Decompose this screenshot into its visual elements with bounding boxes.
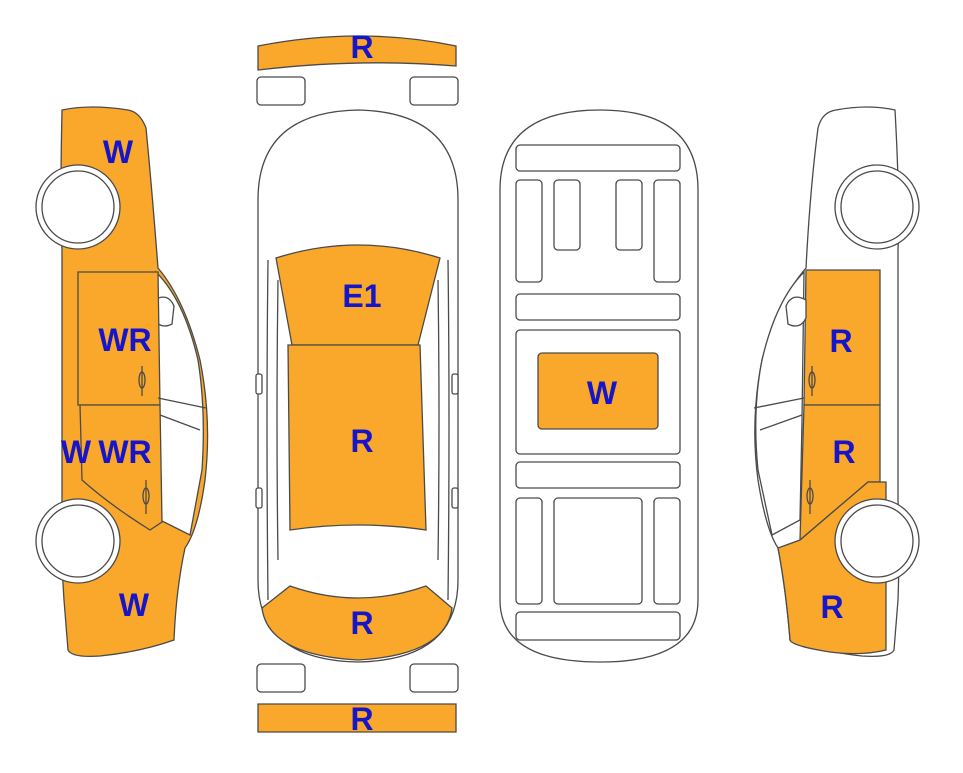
label-left-front-door: WR (98, 322, 151, 358)
label-front-bumper: R (350, 29, 373, 65)
label-left-rear-door: WR (98, 434, 151, 470)
left-side-view (35, 106, 209, 658)
label-rear-bumper: R (350, 701, 373, 737)
rear-left-lamp (256, 663, 306, 693)
right-mirror (785, 296, 807, 327)
label-hood: E1 (342, 278, 381, 314)
label-left-rear-door-edge: W (61, 434, 92, 470)
top-view (255, 35, 459, 733)
left-side-window (155, 270, 204, 536)
hood-panel (275, 244, 441, 346)
label-underbody-center: W (587, 375, 618, 411)
rear-right-lamp (409, 663, 459, 693)
roof-panel (287, 344, 427, 531)
label-right-rear-quarter: R (820, 589, 843, 625)
left-rear-door-panel (79, 404, 163, 531)
trunk-panel (261, 585, 453, 661)
label-left-rear-quarter: W (119, 587, 150, 623)
label-left-front-fender: W (103, 134, 134, 170)
rear-bumper-panel (257, 703, 457, 733)
right-side-window (755, 270, 805, 536)
label-trunk: R (350, 605, 373, 641)
label-roof: R (350, 423, 373, 459)
underbody-view (499, 109, 699, 663)
front-bumper-panel (257, 35, 457, 71)
front-left-lamp (256, 76, 306, 106)
right-side-view (753, 106, 920, 658)
label-right-rear-door: R (832, 434, 855, 470)
front-right-lamp (409, 76, 459, 106)
underbody-center-panel (537, 352, 659, 430)
damage-labels: R E1 R R R W W WR W WR W R R R (61, 29, 856, 737)
label-right-front-door: R (829, 323, 852, 359)
